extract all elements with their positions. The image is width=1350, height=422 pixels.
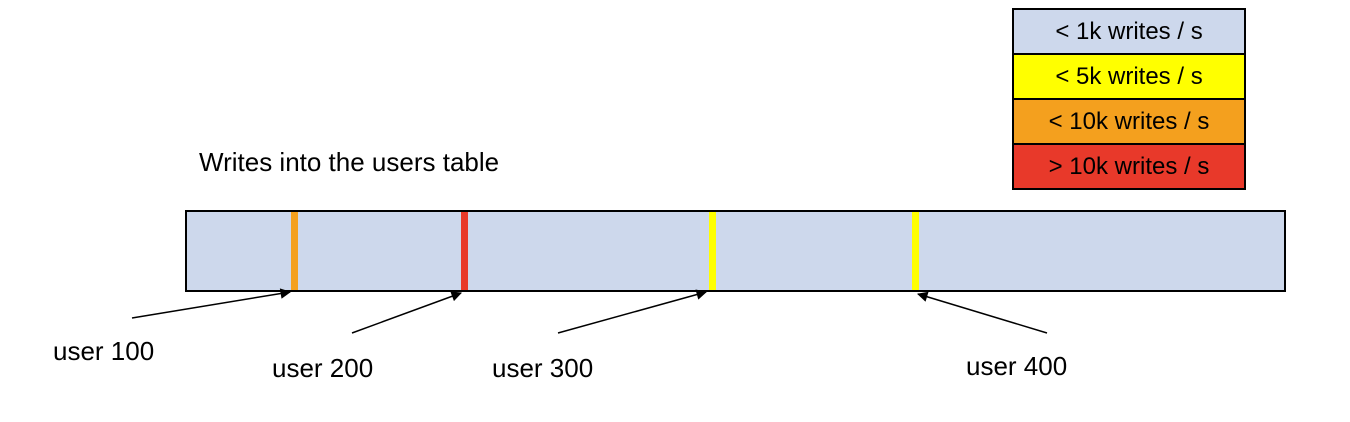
stripe-user-400 (912, 212, 919, 290)
arrow-user-400 (916, 291, 1048, 334)
label-user-200: user 200 (272, 353, 374, 383)
diagram-title: Writes into the users table (199, 147, 500, 177)
stripe-user-200 (461, 212, 468, 290)
stripe-user-300 (709, 212, 716, 290)
arrow-user-100 (131, 288, 292, 319)
label-user-100: user 100 (53, 336, 155, 366)
legend-item-lt-5k: < 5k writes / s (1012, 53, 1246, 100)
stripe-user-100 (291, 212, 298, 290)
legend-item-lt-10k: < 10k writes / s (1012, 98, 1246, 145)
label-user-400: user 400 (966, 351, 1068, 381)
arrow-user-200 (351, 291, 462, 334)
legend: < 1k writes / s < 5k writes / s < 10k wr… (1012, 8, 1246, 190)
legend-item-label: > 10k writes / s (1048, 152, 1210, 180)
legend-item-gt-10k: > 10k writes / s (1012, 143, 1246, 190)
users-table-bar (185, 210, 1286, 292)
legend-item-label: < 5k writes / s (1055, 62, 1203, 90)
legend-item-lt-1k: < 1k writes / s (1012, 8, 1246, 55)
arrow-user-300 (557, 289, 708, 334)
legend-item-label: < 10k writes / s (1048, 107, 1210, 135)
legend-item-label: < 1k writes / s (1055, 17, 1203, 45)
label-user-300: user 300 (492, 353, 594, 383)
